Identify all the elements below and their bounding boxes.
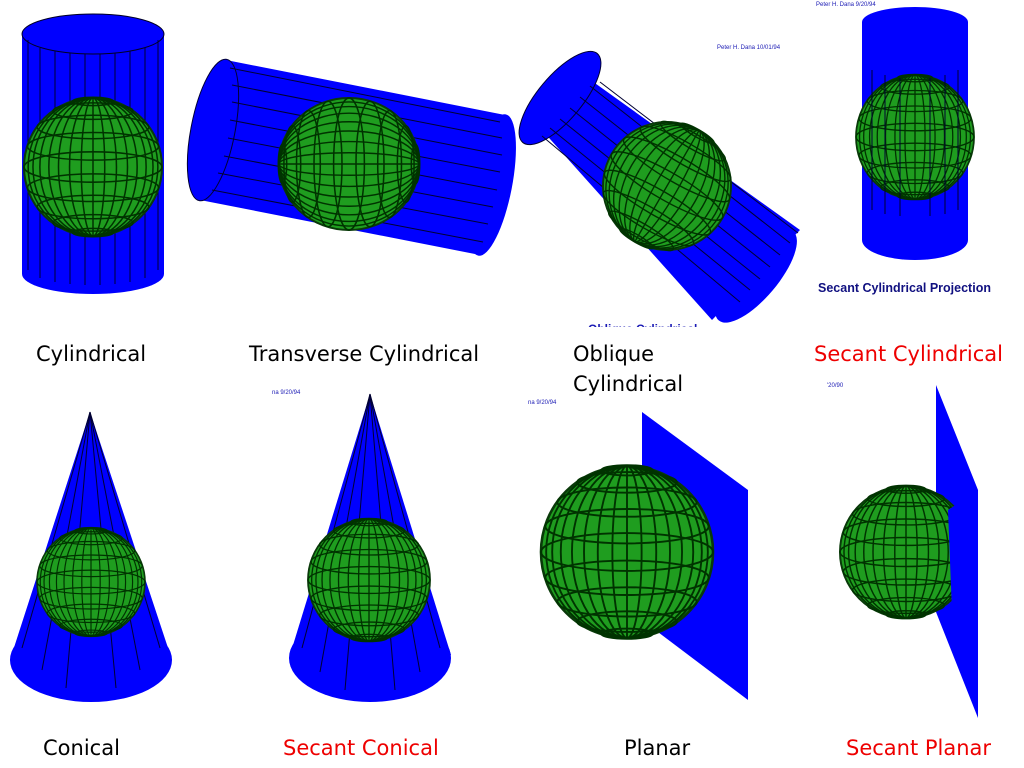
secant-plane-globe: [839, 385, 978, 718]
secant-cylindrical-projection-caption: Secant Cylindrical Projection: [818, 281, 991, 295]
credit-secant-conical: na 9/20/94: [272, 390, 301, 396]
label-oblique-line1: Oblique: [573, 342, 655, 366]
cylinder-globe: [21, 13, 165, 294]
label-oblique-line2: Cylindrical: [573, 372, 684, 396]
label-cylindrical: Cylindrical: [36, 342, 147, 366]
label-transverse-cylindrical: Transverse Cylindrical: [249, 342, 480, 366]
transverse-cylinder-globe: [186, 58, 516, 256]
label-planar: Planar: [624, 736, 691, 760]
secant-cone-globe: [289, 393, 451, 702]
credit-oblique: Peter H. Dana 10/01/94: [717, 45, 781, 51]
label-secant-conical: Secant Conical: [283, 736, 439, 760]
credit-secant-cylindrical: Peter H. Dana 9/20/94: [816, 2, 876, 8]
credit-planar: na 9/20/94: [528, 400, 557, 406]
plane-globe: [539, 412, 748, 700]
secant-cylinder-globe: [855, 7, 975, 260]
oblique-cylinder-globe: [518, 50, 800, 323]
cone-globe: [10, 411, 172, 702]
label-conical: Conical: [43, 736, 120, 760]
label-secant-cylindrical: Secant Cylindrical: [814, 342, 1003, 366]
label-secant-planar: Secant Planar: [846, 736, 992, 760]
oblique-cylindrical-cropped-caption: Oblique Cylindrical: [588, 322, 697, 327]
credit-secant-planar: '20/90: [827, 383, 844, 389]
